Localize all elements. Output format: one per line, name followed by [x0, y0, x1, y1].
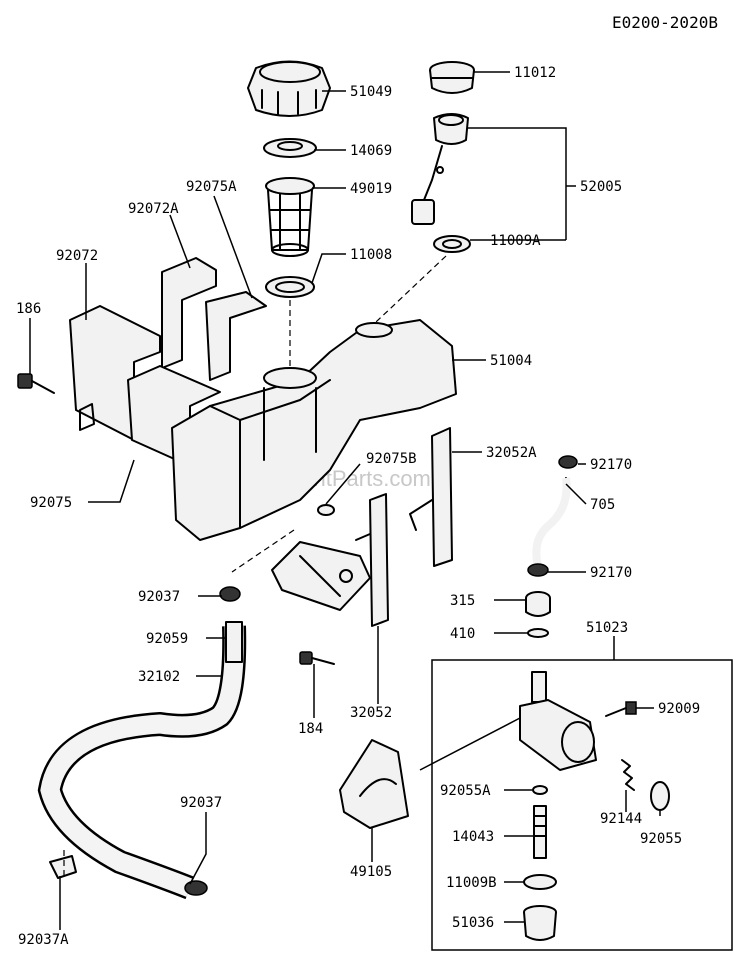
o-ring-11008-part — [265, 276, 315, 298]
callout-92009: 92009 — [658, 701, 700, 717]
spring-92144-part — [621, 759, 635, 791]
stop-92075b-part — [317, 504, 335, 516]
nut-11012-part — [429, 61, 475, 94]
washer-410-part — [527, 628, 549, 638]
hose-32102-part — [37, 621, 247, 900]
callout-32052a: 32052A — [486, 445, 537, 461]
callout-14069: 14069 — [350, 143, 392, 159]
bracket-49105-part — [339, 739, 409, 829]
bracket-92072a-part — [161, 257, 217, 369]
callout-92072: 92072 — [56, 248, 98, 264]
pad-92075a-part — [205, 291, 267, 381]
callout-92072a: 92072A — [128, 201, 179, 217]
callout-315: 315 — [450, 593, 475, 609]
callout-92075b: 92075B — [366, 451, 417, 467]
screw-92009-part — [605, 701, 637, 717]
fuel-hose-705-part — [532, 477, 571, 567]
pipe-14043-part — [533, 805, 547, 859]
callout-92037-lower: 92037 — [180, 795, 222, 811]
callout-52005: 52005 — [580, 179, 622, 195]
clamp-92170-lower-part — [527, 563, 549, 577]
callout-11008: 11008 — [350, 247, 392, 263]
clip-92037a-part — [49, 855, 77, 879]
callout-92075: 92075 — [30, 495, 72, 511]
callout-51004: 51004 — [490, 353, 532, 369]
callout-92037-upper: 92037 — [138, 589, 180, 605]
cup-51036-part — [523, 905, 557, 941]
bolt-186-part — [17, 373, 95, 431]
callout-184: 184 — [298, 721, 323, 737]
callout-92055: 92055 — [640, 831, 682, 847]
fuel-gauge-part — [411, 113, 469, 225]
bolt-184-part — [299, 651, 335, 665]
callout-14043: 14043 — [452, 829, 494, 845]
cap-gasket-part — [263, 138, 317, 158]
leader-lines — [29, 71, 661, 930]
bracket-32052a-part — [409, 427, 453, 567]
callout-92144: 92144 — [600, 811, 642, 827]
callout-410: 410 — [450, 626, 475, 642]
fuel-tank-part — [171, 319, 457, 541]
callout-32052: 32052 — [350, 705, 392, 721]
callout-92075a: 92075A — [186, 179, 237, 195]
o-ring-11009b-part — [523, 874, 557, 890]
callout-51049: 51049 — [350, 84, 392, 100]
callout-11009a: 11009A — [490, 233, 541, 249]
o-ring-11009a-part — [433, 235, 471, 253]
clamp-92037-upper-part — [219, 586, 241, 602]
strainer-part — [265, 177, 315, 257]
callout-49105: 49105 — [350, 864, 392, 880]
callout-11009b: 11009B — [446, 875, 497, 891]
diagram-code: E0200-2020B — [612, 13, 718, 32]
callout-92059: 92059 — [146, 631, 188, 647]
clamp-92170-upper-part — [558, 455, 578, 469]
o-ring-92055a-part — [532, 785, 548, 795]
bushing-315-part — [525, 591, 551, 617]
callout-51023: 51023 — [586, 620, 628, 636]
callout-32102: 32102 — [138, 669, 180, 685]
callout-51036: 51036 — [452, 915, 494, 931]
fuel-cap-part — [247, 60, 331, 117]
callout-92170-upper: 92170 — [590, 457, 632, 473]
fuel-cock-assembly-box — [431, 659, 733, 951]
clamp-92037-lower-part — [184, 880, 208, 896]
o-ring-92055-part — [650, 781, 670, 811]
callout-11012: 11012 — [514, 65, 556, 81]
callout-92170-lower: 92170 — [590, 565, 632, 581]
callout-92037a: 92037A — [18, 932, 69, 948]
callout-49019: 49019 — [350, 181, 392, 197]
pad-92075-part — [127, 365, 221, 467]
callout-186: 186 — [16, 301, 41, 317]
fuel-cock-valve-part — [519, 671, 597, 771]
callout-705: 705 — [590, 497, 615, 513]
bracket-32052-part — [355, 493, 389, 627]
callout-92055a: 92055A — [440, 783, 491, 799]
mount-plate-part — [271, 541, 371, 611]
